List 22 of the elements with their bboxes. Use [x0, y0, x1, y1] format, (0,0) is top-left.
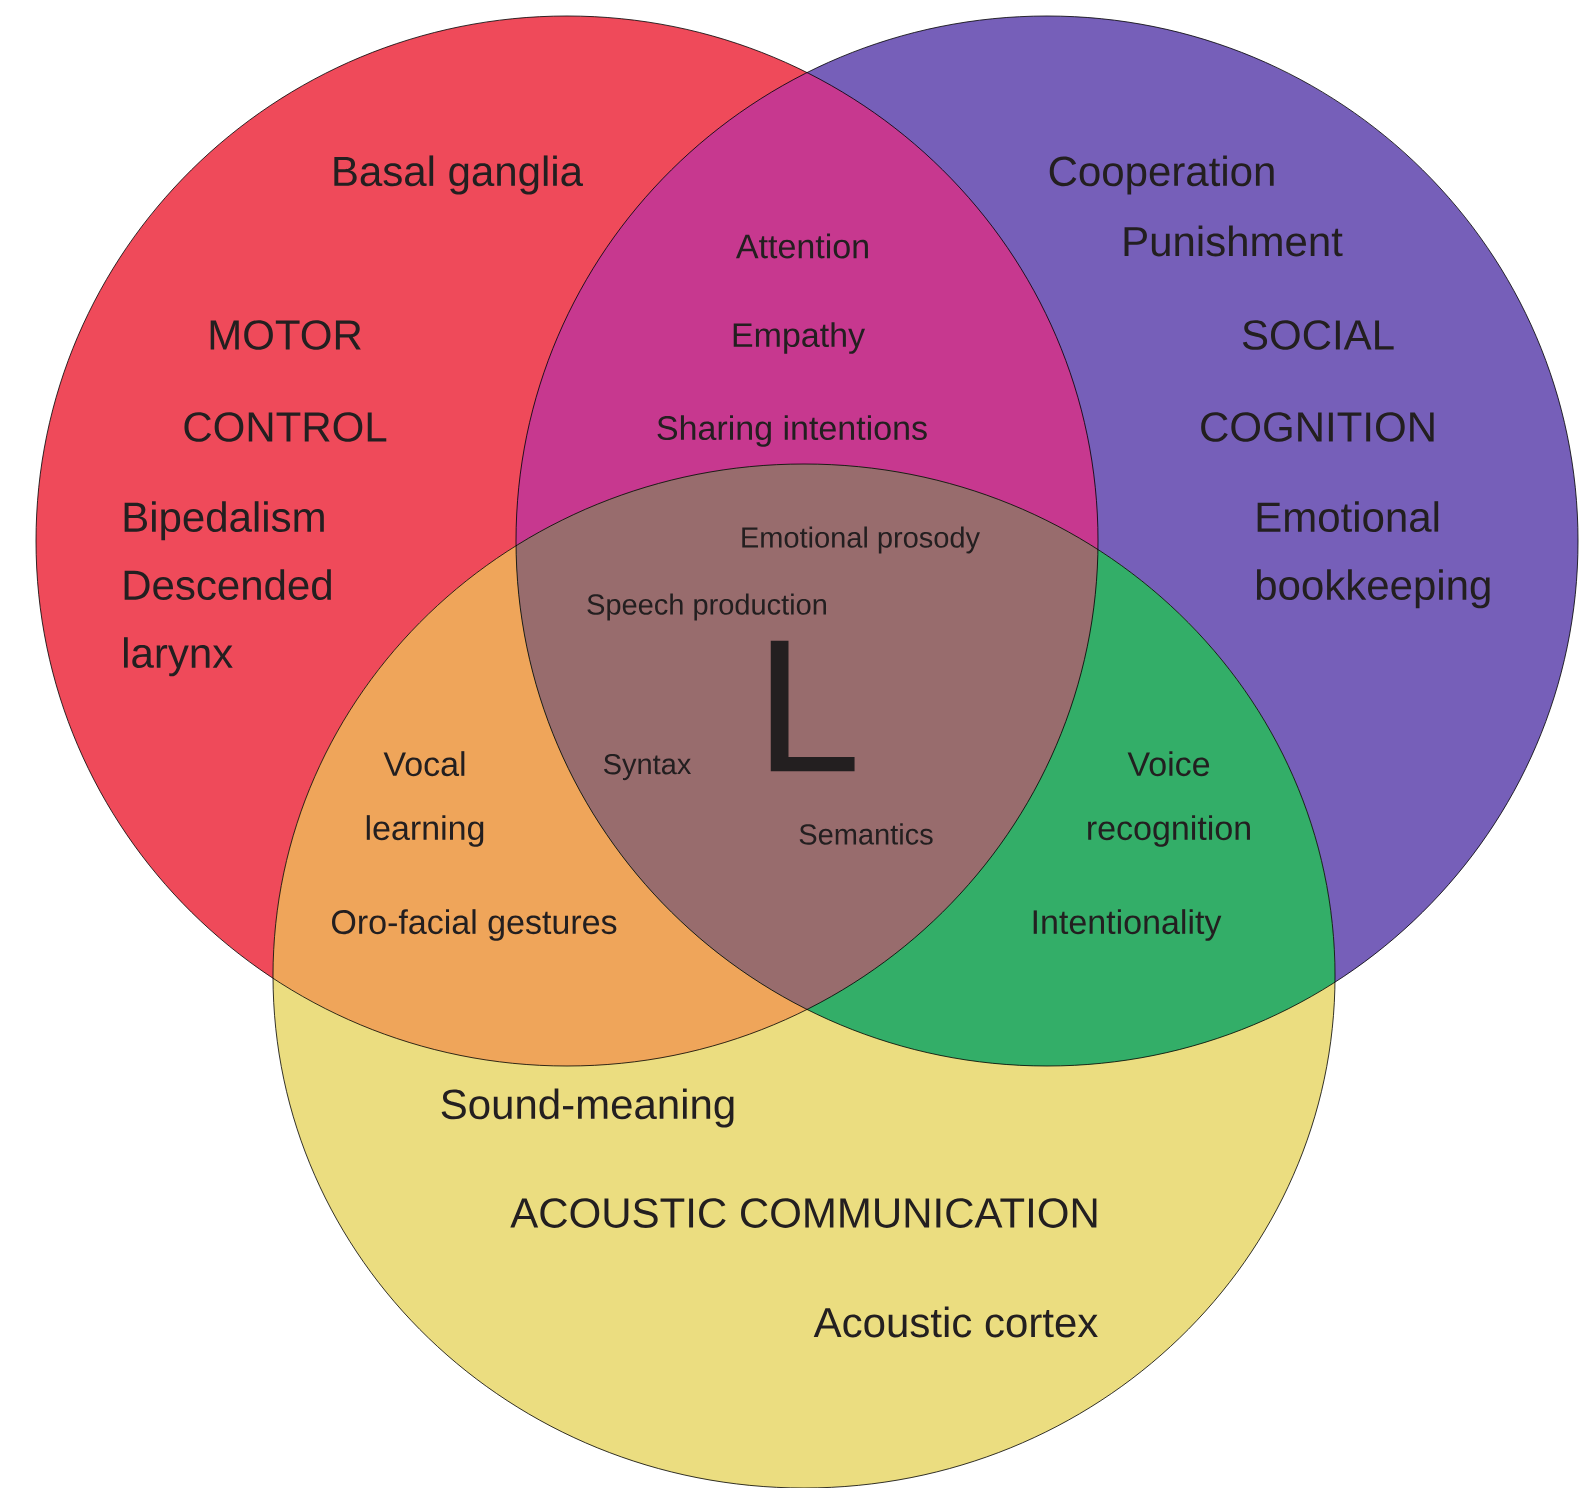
overlap-label: Empathy: [733, 322, 866, 354]
overlap-label: Attention: [735, 233, 868, 259]
region-label: Cooperation: [1049, 155, 1274, 195]
overlap-label: Intentionality: [1033, 909, 1222, 941]
region-label: SOCIAL COGNITION: [1201, 320, 1434, 442]
center-letter: L: [770, 640, 855, 772]
region-label: MOTOR CONTROL: [184, 320, 387, 442]
overlap-label: Syntax: [604, 753, 692, 781]
overlap-label: Vocal learning: [366, 751, 484, 847]
overlap-label: Speech production: [587, 593, 826, 621]
region-label: Bipedalism Descended larynx: [124, 501, 331, 677]
region-label: Sound-meaning: [441, 1088, 734, 1128]
overlap-label: Semantics: [799, 823, 933, 845]
region-label: Punishment: [1124, 225, 1343, 257]
overlap-label: Voice recognition: [1088, 751, 1250, 847]
overlap-label: Sharing intentions: [657, 415, 927, 447]
overlap-label: Oro-facial gestures: [332, 909, 617, 941]
region-label: Acoustic cortex: [813, 1306, 1098, 1338]
region-label: ACOUSTIC COMMUNICATION: [510, 1198, 1097, 1228]
region-label: Basal ganglia: [334, 155, 583, 195]
overlap-label: Emotional prosody: [742, 526, 980, 554]
region-label: Emotional bookkeeping: [1256, 501, 1490, 609]
